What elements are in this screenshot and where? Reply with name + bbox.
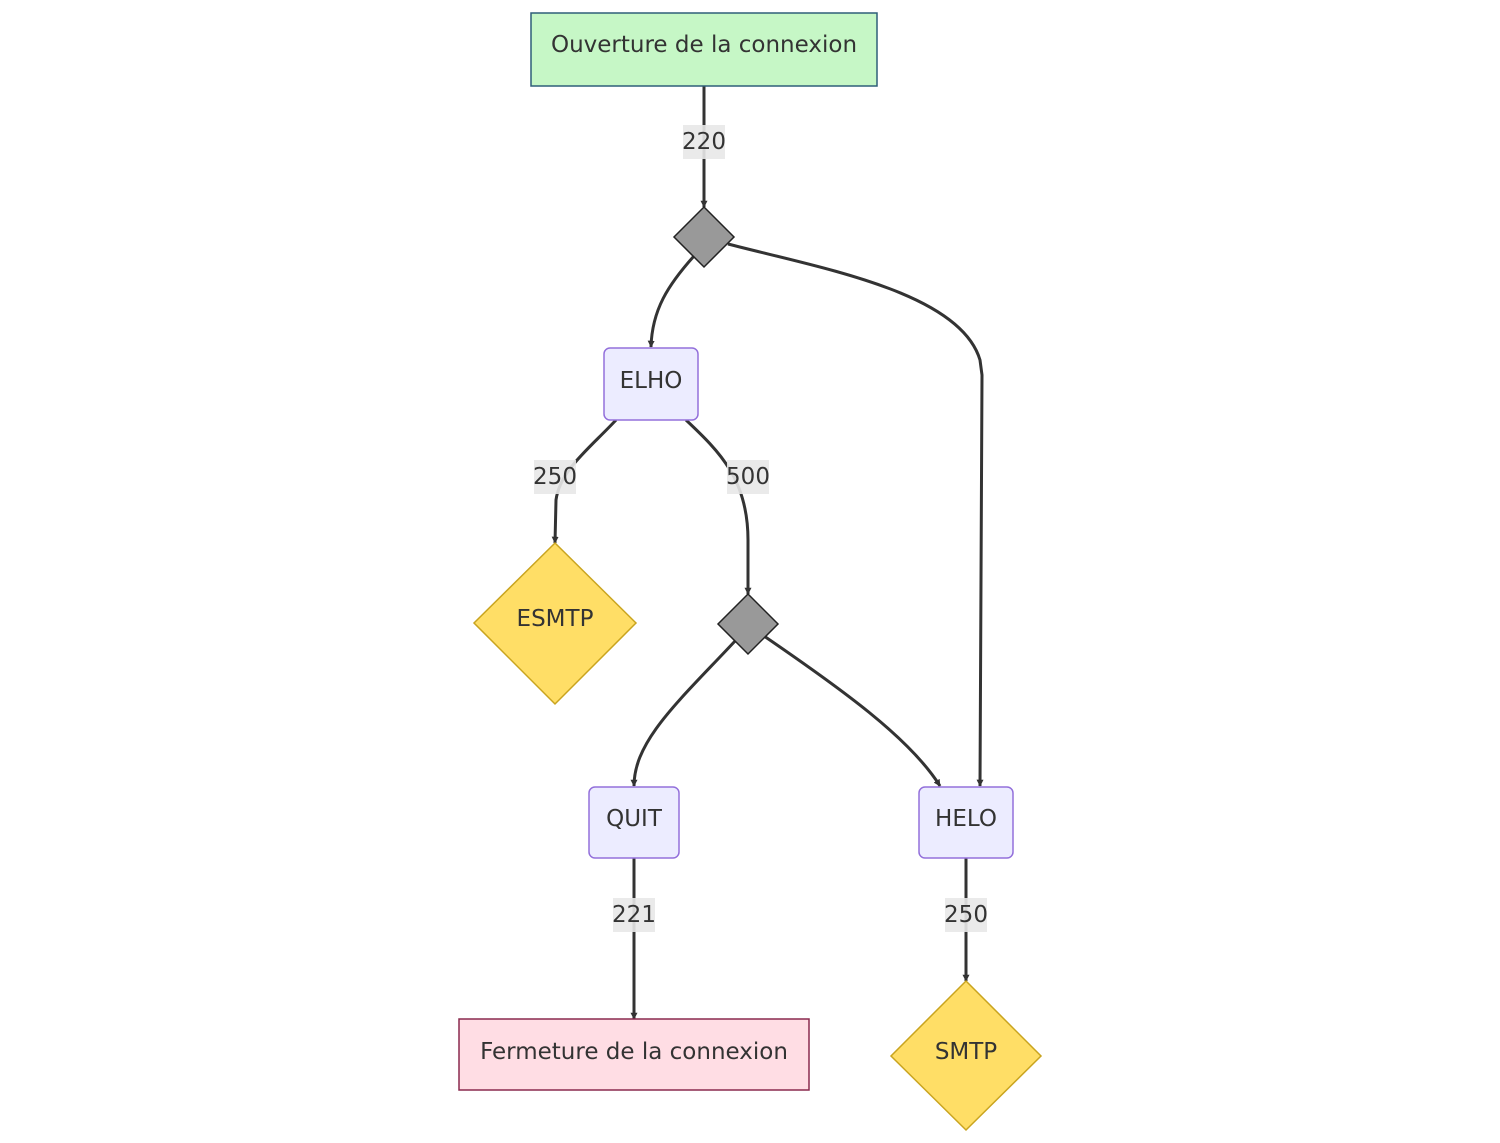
node-esmtp-label: ESMTP [517,606,594,632]
node-elho: ELHO [603,347,699,421]
node-quit-label: QUIT [606,806,663,832]
edge-label-220: 220 [682,129,726,155]
node-smtp-label: SMTP [935,1039,997,1065]
edge-label-221: 221 [612,902,656,928]
node-quit: QUIT [588,786,680,859]
node-close-connection: Fermeture de la connexion [458,1018,810,1091]
choice-node-1 [672,205,736,269]
edge-label-250-smtp: 250 [944,902,988,928]
edge-choice1-to-helo [727,242,984,787]
node-elho-label: ELHO [620,368,683,394]
node-close-label: Fermeture de la connexion [480,1039,788,1065]
edge-labels: 220 250 500 221 250 [533,125,988,932]
edge-label-500: 500 [726,464,770,490]
edge-choice2-to-quit [630,638,738,787]
node-open-label: Ouverture de la connexion [551,32,857,58]
choice-node-2 [716,592,780,656]
edge-choice2-to-helo [763,634,942,787]
edge-elho-to-choice2 [684,418,752,595]
edge-label-250-esmtp: 250 [533,464,577,490]
node-smtp: SMTP [889,979,1043,1132]
edge-choice1-to-elho [647,254,696,348]
node-helo: HELO [918,786,1014,859]
node-open-connection: Ouverture de la connexion [530,12,878,87]
node-esmtp: ESMTP [472,541,638,706]
edges [551,86,984,1020]
node-helo-label: HELO [935,806,997,832]
